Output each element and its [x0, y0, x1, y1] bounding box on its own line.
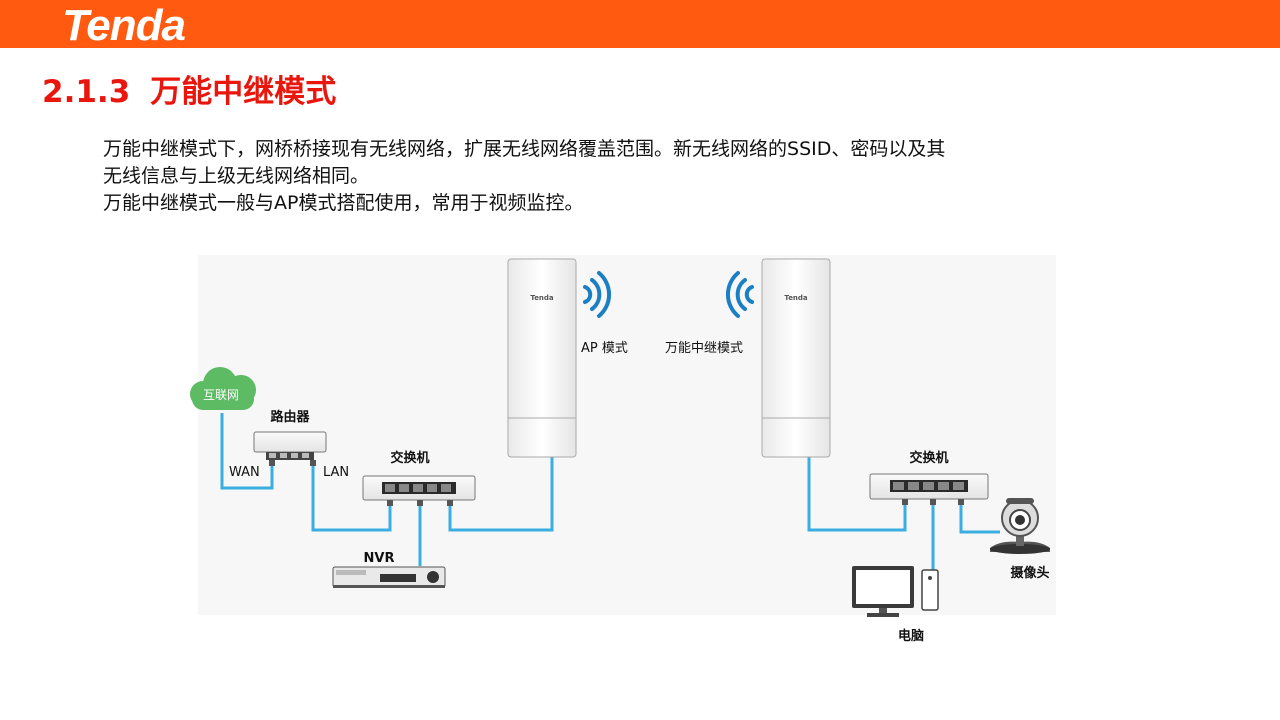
bridge-right-brand: Tenda — [784, 294, 808, 302]
slide-title: 2.1.3 万能中继模式 — [42, 70, 336, 114]
bridge-left-brand: Tenda — [530, 294, 554, 302]
wifi-signal-right-icon — [583, 271, 612, 318]
description-line-1: 万能中继模式下，网桥桥接现有无线网络，扩展无线网络覆盖范围。新无线网络的SSID… — [103, 138, 946, 160]
router-icon — [253, 431, 327, 466]
camera-icon — [990, 498, 1050, 554]
bridge-repeater-icon: Tenda — [761, 258, 831, 458]
cable-router-switch — [311, 462, 392, 532]
wan-label: WAN — [229, 465, 260, 480]
internet-label: 互联网 — [203, 388, 239, 402]
description: 万能中继模式下，网桥桥接现有无线网络，扩展无线网络覆盖范围。新无线网络的SSID… — [103, 136, 1203, 217]
internet-cloud-icon: 互联网 — [190, 367, 256, 410]
ap-mode-label: AP 模式 — [581, 341, 628, 356]
top-banner: Tenda — [0, 0, 1280, 50]
cable-switch-bridge — [448, 457, 554, 532]
description-line-3: 万能中继模式一般与AP模式搭配使用，常用于视频监控。 — [103, 192, 584, 214]
switch-right-label: 交换机 — [909, 450, 948, 466]
switch-right-icon — [869, 473, 989, 505]
section-number: 2.1.3 — [42, 74, 131, 110]
diagram-background — [198, 255, 1056, 615]
nvr-label: NVR — [364, 551, 395, 566]
cable-switch-camera — [959, 502, 1000, 534]
cables — [220, 413, 1000, 572]
tenda-logo: Tenda — [62, 1, 186, 50]
description-line-2: 无线信息与上级无线网络相同。 — [103, 165, 370, 187]
camera-label: 摄像头 — [1010, 565, 1049, 581]
cable-internet-router — [220, 413, 274, 490]
section-title: 万能中继模式 — [150, 74, 337, 110]
pc-label: 电脑 — [898, 628, 924, 644]
wifi-signal-left-icon — [725, 271, 754, 318]
nvr-icon — [332, 566, 446, 588]
router-label: 路由器 — [270, 409, 310, 425]
repeater-mode-label: 万能中继模式 — [665, 341, 743, 356]
switch-left-label: 交换机 — [390, 450, 429, 466]
pc-icon — [852, 566, 939, 617]
bridge-ap-icon: Tenda — [507, 258, 577, 458]
switch-left-icon — [362, 475, 476, 506]
cable-bridge-switch-right — [807, 457, 907, 532]
lan-label: LAN — [323, 465, 349, 480]
